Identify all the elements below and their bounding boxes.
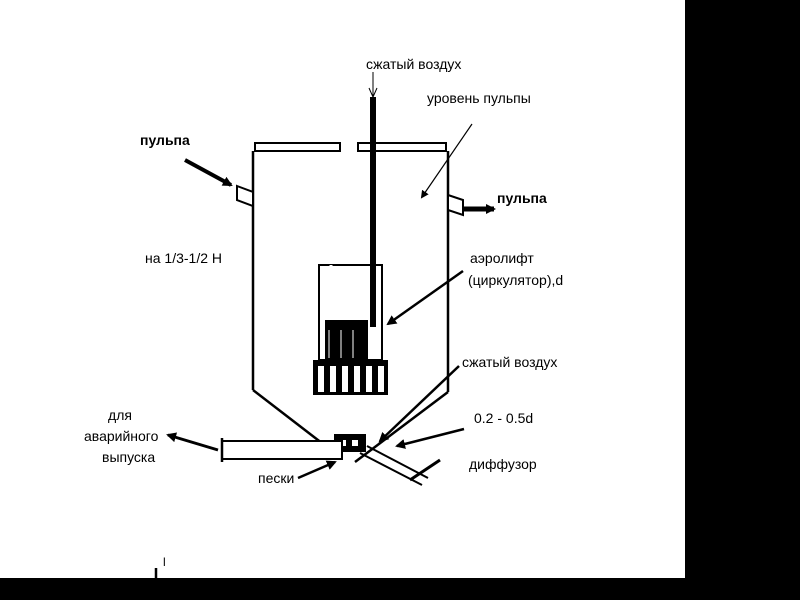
label-emergency-line1: для: [108, 407, 132, 423]
emergency-discharge-pipe: [220, 438, 343, 462]
label-pulp-level: уровень пульпы: [427, 90, 531, 106]
label-corner-mark: l: [163, 555, 166, 569]
label-air-top: сжатый воздух: [366, 56, 462, 72]
arrow-sand: [297, 460, 337, 480]
label-airlift-line2: (циркулятор),d: [468, 272, 564, 288]
arrow-airlift: [386, 269, 464, 326]
air-pipe: [368, 72, 378, 327]
tank-body: [251, 151, 450, 392]
arrow-emergency: [166, 432, 219, 452]
outlet-nozzle: [447, 193, 464, 217]
arrow-air-side: [378, 365, 460, 443]
label-air-side: сжатый воздух: [462, 354, 558, 370]
diffuser-pipe: [359, 445, 441, 486]
agitator-tank-diagram: [154, 72, 496, 578]
label-sand: пески: [258, 470, 295, 486]
label-airlift-line1: аэролифт: [470, 250, 534, 266]
label-emergency-line2: аварийного: [84, 428, 159, 444]
inlet-nozzle: [236, 184, 254, 208]
tank-lid: [254, 142, 447, 152]
arrow-ratio: [395, 427, 465, 449]
airlift-circulator: [313, 264, 388, 395]
arrow-pulp-level: [420, 123, 473, 199]
label-ratio-d: 0.2 - 0.5d: [474, 410, 534, 426]
label-emergency-line3: выпуска: [102, 449, 156, 465]
diagram-canvas: сжатый воздух уровень пульпы пульпа пуль…: [0, 0, 685, 578]
label-pulp-in: пульпа: [140, 132, 190, 148]
label-pulp-out: пульпа: [497, 190, 547, 206]
label-diffuser: диффузор: [469, 456, 537, 472]
arrow-pulp-in: [184, 158, 233, 187]
label-height-ratio: на 1/3-1/2 Н: [145, 250, 222, 266]
